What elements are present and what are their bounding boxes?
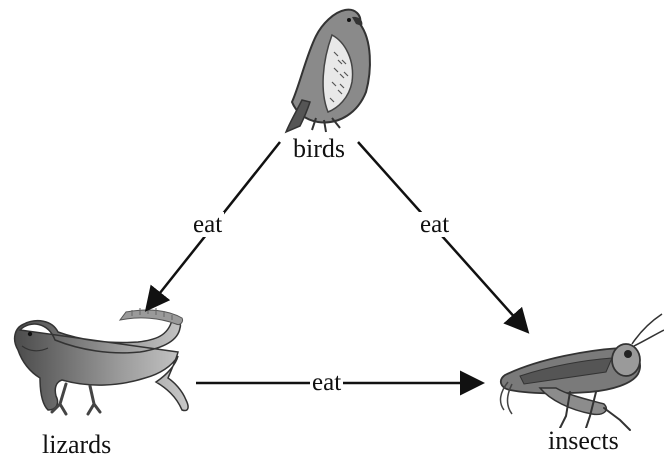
hawk-icon [286,10,370,132]
node-label-birds: birds [291,136,347,162]
edge-label-lizards-insects: eat [310,370,343,395]
lizard-icon [15,307,188,414]
node-label-insects: insects [546,428,621,454]
edge-label-birds-insects: eat [418,212,451,237]
edge-label-birds-lizards: eat [191,212,224,237]
grasshopper-icon [501,314,664,430]
node-label-lizards: lizards [40,432,113,458]
